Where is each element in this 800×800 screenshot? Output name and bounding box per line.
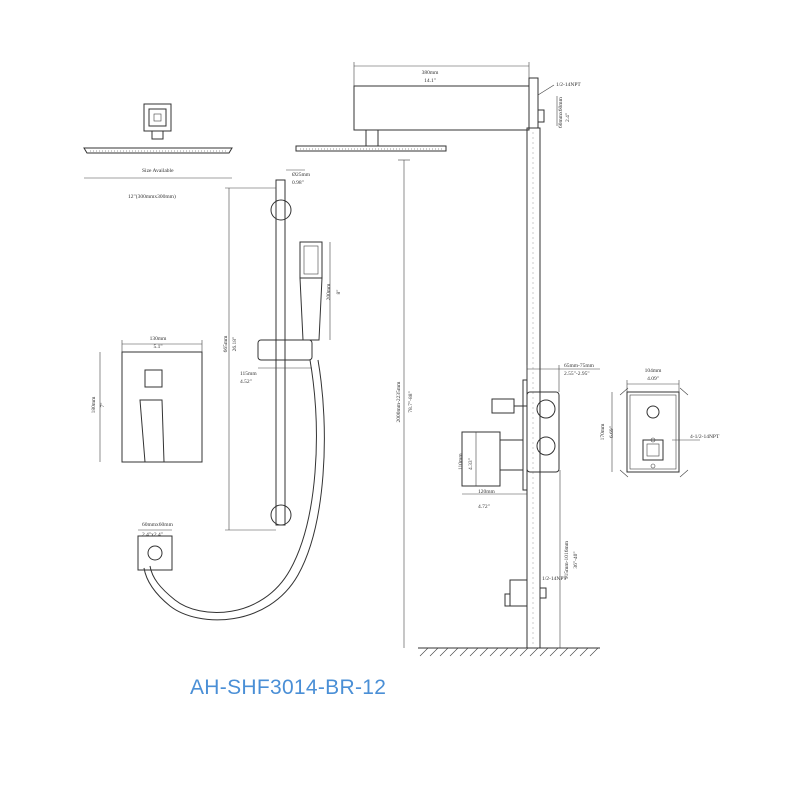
rough-in-box: 104mm 4.09" 170mm 6.69" 4-1/2-14NPT [600, 368, 720, 478]
dia-mm: Ø25mm [292, 172, 311, 178]
depth-in: 2.55"-2.95" [564, 371, 590, 377]
wall-outlet: 60mmx60mm 2.4"x2.4" [137, 522, 174, 571]
outlet-in: 2.4"x2.4" [142, 532, 163, 538]
hand-length-in: 8" [336, 290, 342, 295]
bracket-in: 4.52" [240, 379, 252, 385]
hand-length-mm: 200mm [326, 283, 332, 301]
valve-height-mm: 180mm [91, 396, 97, 414]
rain-head-side-view: 380mm 14.1" 1/2-14NPT 60mmx60mm 2.4" [295, 62, 581, 152]
npt-top-label: 1/2-14NPT [556, 82, 581, 88]
depth-mm: 65mm-75mm [564, 363, 595, 369]
low-height-mm: 915mm-1016mm [564, 540, 570, 579]
trim-height-in: 4.33" [468, 458, 474, 470]
npt-4-label: 4-1/2-14NPT [690, 434, 720, 440]
arm-height-mm: 60mmx60mm [558, 96, 564, 128]
low-height-in: 36"-40" [573, 551, 579, 568]
box-width-mm: 104mm [645, 368, 663, 374]
hand-shower: 200mm 8" [299, 241, 342, 341]
rain-head-top-view: Size Available 12"(300mmx300mm) [83, 103, 233, 200]
arm-height-in: 2.4" [565, 113, 571, 122]
lower-outlet: 1/2-14NPT 915mm-1016mm 36"-40" [504, 470, 579, 648]
slide-length-in: 26.18" [232, 337, 238, 352]
npt-low-label: 1/2-14NPT [542, 576, 567, 582]
valve-width-mm: 130mm [150, 336, 168, 342]
arm-length-in: 14.1" [424, 78, 436, 84]
dia-in: 0.98" [292, 180, 304, 186]
box-width-in: 4.09" [647, 376, 659, 382]
outlet-mm: 60mmx60mm [142, 522, 174, 528]
valve-trim-plate: 130mm 5.1" 180mm 7" [91, 336, 203, 463]
bracket-mm: 115mm [240, 371, 257, 377]
model-code: AH-SHF3014-BR-12 [190, 676, 387, 699]
overall-height-dimension: 2000mm-2235mm 78.7"-88" [396, 159, 414, 648]
box-height-in: 6.69" [609, 426, 615, 438]
height-in: 78.7"-88" [408, 391, 414, 412]
slide-length-mm: 665mm [223, 335, 229, 353]
box-height-mm: 170mm [600, 423, 606, 441]
slide-bar: Ø25mm 0.98" 665mm 26.18" 115mm 4.52" [223, 169, 313, 531]
size-available-label: Size Available [142, 168, 174, 174]
shower-hose [143, 359, 325, 621]
arm-length-mm: 380mm [422, 70, 440, 76]
riser-pipe [526, 127, 541, 649]
height-mm: 2000mm-2235mm [396, 381, 402, 423]
trim-height-mm: 110mm [458, 453, 464, 470]
valve-height-in: 7" [100, 403, 106, 408]
valve-width-in: 5.1" [153, 344, 162, 350]
size-12-label: 12"(300mmx300mm) [128, 193, 176, 200]
trim-depth-in: 4.72" [478, 504, 490, 510]
floor-line [418, 647, 600, 657]
trim-depth-mm: 120mm [478, 489, 496, 495]
mixer-valve-side: 65mm-75mm 2.55"-2.95" 120mm 4.72" 110mm … [458, 363, 600, 510]
